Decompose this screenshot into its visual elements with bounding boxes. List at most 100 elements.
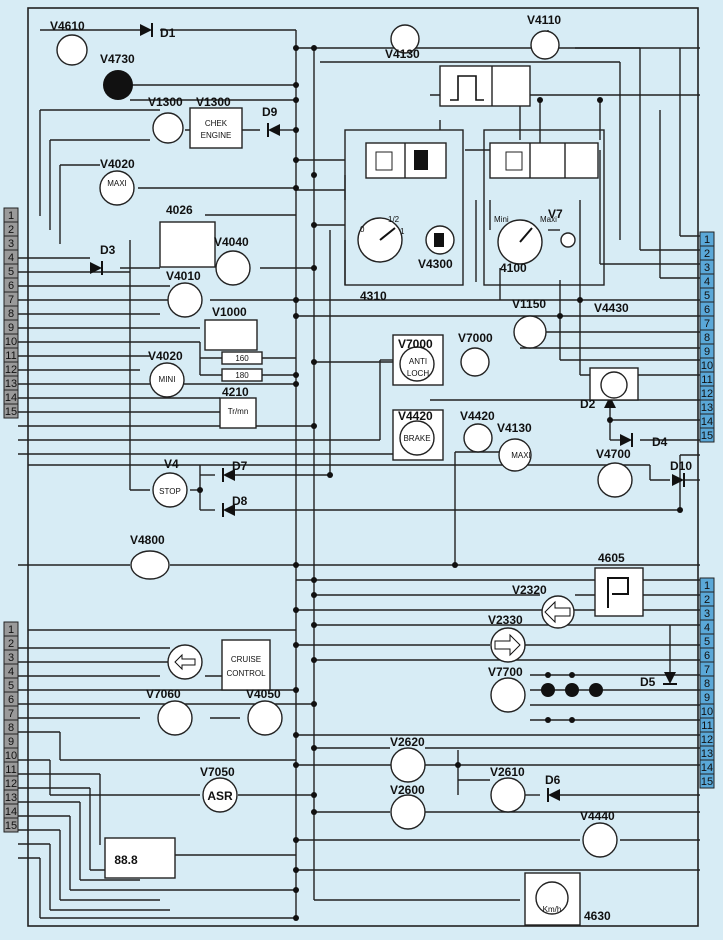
v2610-lamp [490,777,526,813]
connector-pin-label: 13 [701,748,713,760]
label-v1300a: V1300 [148,95,183,109]
v4610-lamp [56,34,88,66]
connector-pin-label: 3 [8,238,14,250]
connector-pin-label: 13 [5,378,17,390]
connector-pin-label: 1 [8,210,14,222]
label-v7700: V7700 [488,665,523,679]
label-control: CONTROL [226,669,266,678]
fuse-180 [221,368,263,382]
label-kmh: Km/h [543,905,562,914]
label-v1150: V1150 [512,297,546,311]
label-asr: ASR [207,789,233,803]
connector-pin-label: 3 [8,652,14,664]
diode-d4 [620,433,633,447]
v2620-lamp [390,747,426,783]
v7000-abs-lamp [399,346,435,382]
connector-pin-label: 7 [8,708,14,720]
board-outline [27,7,699,927]
connector-pin-label: 3 [704,608,710,620]
connector-pin-label: 15 [701,776,713,788]
label-v4010: V4010 [166,269,201,283]
connector-pin-label: 7 [8,294,14,306]
cruise-control-box [221,639,271,691]
connector-pin-label: 1 [8,624,14,636]
connector-pin-label: 6 [704,304,710,316]
label-v4420b: V4420 [460,409,495,423]
v4-stop-lamp [152,472,188,508]
connector-pin-label: 14 [701,416,713,428]
connector-pin-label: 12 [5,778,17,790]
connector-pin-label: 5 [704,636,710,648]
v4440-lamp [582,822,618,858]
v2600-lamp [390,794,426,830]
label-half: 1/2 [388,215,400,224]
v4130-lamp [390,24,420,54]
label-zero: 0 [360,225,365,234]
connector-pin-label: 6 [8,280,14,292]
label-v4420a: V4420 [398,409,433,423]
label-d3: D3 [100,243,116,257]
label-d8: D8 [232,494,248,508]
connector-pin-label: 7 [704,318,710,330]
label-v7060: V7060 [146,687,181,701]
fuel-module-4310 [344,129,464,286]
connector-pin-label: 10 [701,706,713,718]
connector-pin-label: 15 [701,430,713,442]
label-v4300: V4300 [418,257,453,271]
label-fuse_a: 160 [235,354,249,363]
diode-d6 [547,788,560,802]
junction-dots [197,45,683,921]
v7050-asr-lamp [202,777,238,813]
arrow-right-icon [494,633,521,657]
label-d2: D2 [580,397,596,411]
label-c4026: 4026 [166,203,193,217]
v4420-lamp [463,423,493,453]
warning-lamps [56,24,633,915]
v4430-lamp [600,371,628,399]
connector-pin-label: 9 [704,692,710,704]
label-mini_g: Mini [494,215,509,224]
label-d9: D9 [262,105,278,119]
label-trmn: Tr/mn [228,407,249,416]
connector-pin-label: 2 [8,638,14,650]
label-v4610: V4610 [50,19,85,33]
label-v2620: V2620 [390,735,425,749]
v4700-lamp [597,462,633,498]
label-c4210: 4210 [222,385,249,399]
led-1 [541,683,555,697]
connector-pin-label: 2 [704,594,710,606]
label-maxi_g: Maxi [540,215,557,224]
label-c4310: 4310 [360,289,387,303]
connector-pin-label: 10 [5,336,17,348]
diode-d1 [140,23,153,37]
turn-arrow-icon [174,653,196,671]
pulse-wave-symbol [450,66,493,106]
label-c4630: 4630 [584,909,611,923]
label-v4: V4 [164,457,179,471]
label-v4800: V4800 [130,533,165,547]
label-v4110: V4110 [527,13,561,27]
connector-pin-label: 8 [8,308,14,320]
connector-pin-label: 1 [704,580,710,592]
v4010-lamp [167,282,203,318]
label-v1000: V1000 [212,305,247,319]
v4040-lamp [215,250,251,286]
label-d7: D7 [232,459,248,473]
connector-pin-label: 3 [704,262,710,274]
label-v2330: V2330 [488,613,523,627]
connector-pin-label: 5 [8,266,14,278]
v1150-lamp [513,315,547,349]
diode-d9 [267,123,280,137]
label-v4730: V4730 [100,52,135,66]
label-d1: D1 [160,26,176,40]
connector-pin-label: 4 [704,276,710,288]
connector-pin-label: 6 [704,650,710,662]
diode-d3 [90,261,103,275]
connector-pin [699,773,715,789]
label-v4130a: V4130 [385,47,420,61]
v4800-lamp [130,550,170,580]
connector-pin-label: 2 [8,224,14,236]
